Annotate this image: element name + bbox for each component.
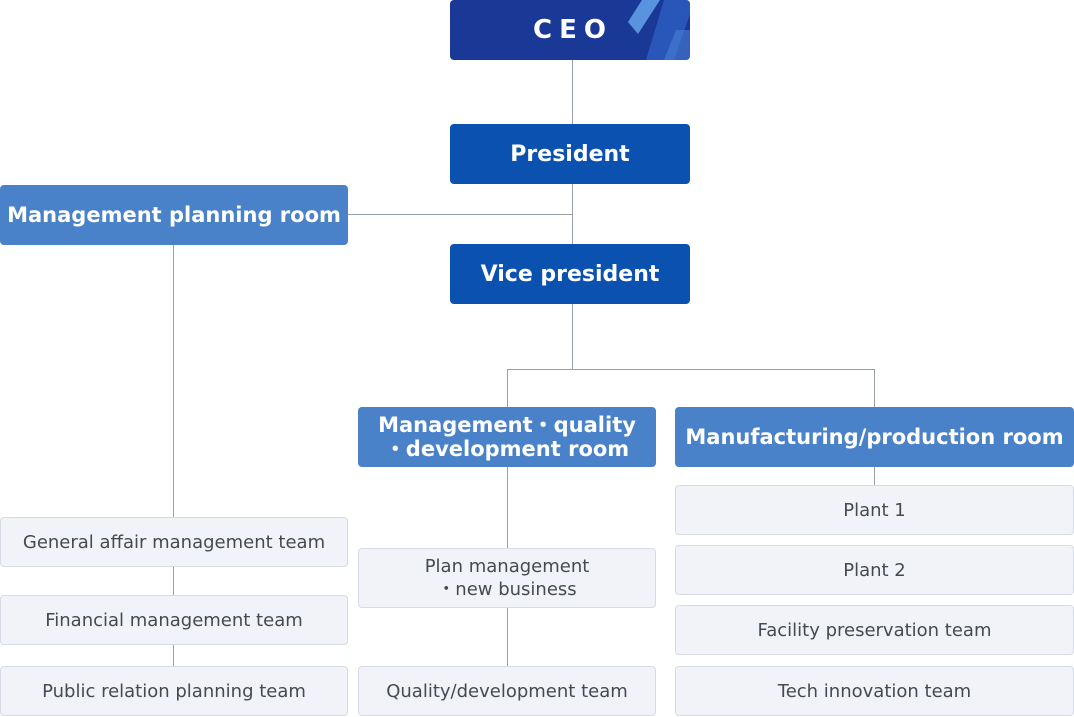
team-label: General affair management team (22, 531, 326, 553)
manufacturing-room-label: Manufacturing/production room (685, 425, 1064, 449)
quality-development-room-box: Management・quality ・development room (358, 407, 656, 467)
general-affair-team-box: General affair management team (0, 517, 348, 567)
manufacturing-production-room-box: Manufacturing/production room (675, 407, 1074, 467)
facility-preservation-team-box: Facility preservation team (675, 605, 1074, 655)
connector-room-bar (507, 369, 875, 370)
connector-vice-down (572, 304, 573, 370)
financial-management-team-box: Financial management team (0, 595, 348, 645)
team-label: Plant 1 (843, 499, 906, 521)
tech-innovation-team-box: Tech innovation team (675, 666, 1074, 716)
ceo-box: CEO (450, 0, 690, 60)
plan-management-team-box: Plan management ・new business (358, 548, 656, 608)
team-label: Quality/development team (386, 680, 628, 702)
team-label: Facility preservation team (757, 619, 992, 641)
team-label: Tech innovation team (777, 680, 972, 702)
public-relation-team-box: Public relation planning team (0, 666, 348, 716)
vice-president-label: Vice president (480, 261, 660, 287)
ceo-corner-stripe-icon (628, 0, 690, 60)
connector-planning-branch (348, 214, 572, 215)
president-label: President (510, 141, 630, 167)
connector-ceo-president (572, 60, 573, 124)
connector-manufacturing-teams (874, 467, 875, 485)
team-label: Financial management team (45, 609, 303, 631)
management-planning-room-label: Management planning room (7, 203, 341, 227)
connector-planning-teams (173, 245, 174, 666)
plant-1-box: Plant 1 (675, 485, 1074, 535)
quality-room-label-line2: ・development room (384, 437, 630, 461)
connector-president-vice (572, 184, 573, 244)
ceo-label: CEO (533, 15, 613, 45)
plan-team-label-line2: ・new business (437, 579, 577, 600)
connector-manufacturing-room-drop (874, 369, 875, 407)
president-box: President (450, 124, 690, 184)
management-planning-room-box: Management planning room (0, 185, 348, 245)
vice-president-box: Vice president (450, 244, 690, 304)
quality-room-label-line1: Management・quality (378, 413, 636, 437)
connector-quality-room-drop (507, 369, 508, 407)
team-label: Public relation planning team (42, 680, 306, 702)
plant-2-box: Plant 2 (675, 545, 1074, 595)
team-label: Plant 2 (843, 559, 906, 581)
quality-development-team-box: Quality/development team (358, 666, 656, 716)
plan-team-label-line1: Plan management (424, 556, 590, 577)
